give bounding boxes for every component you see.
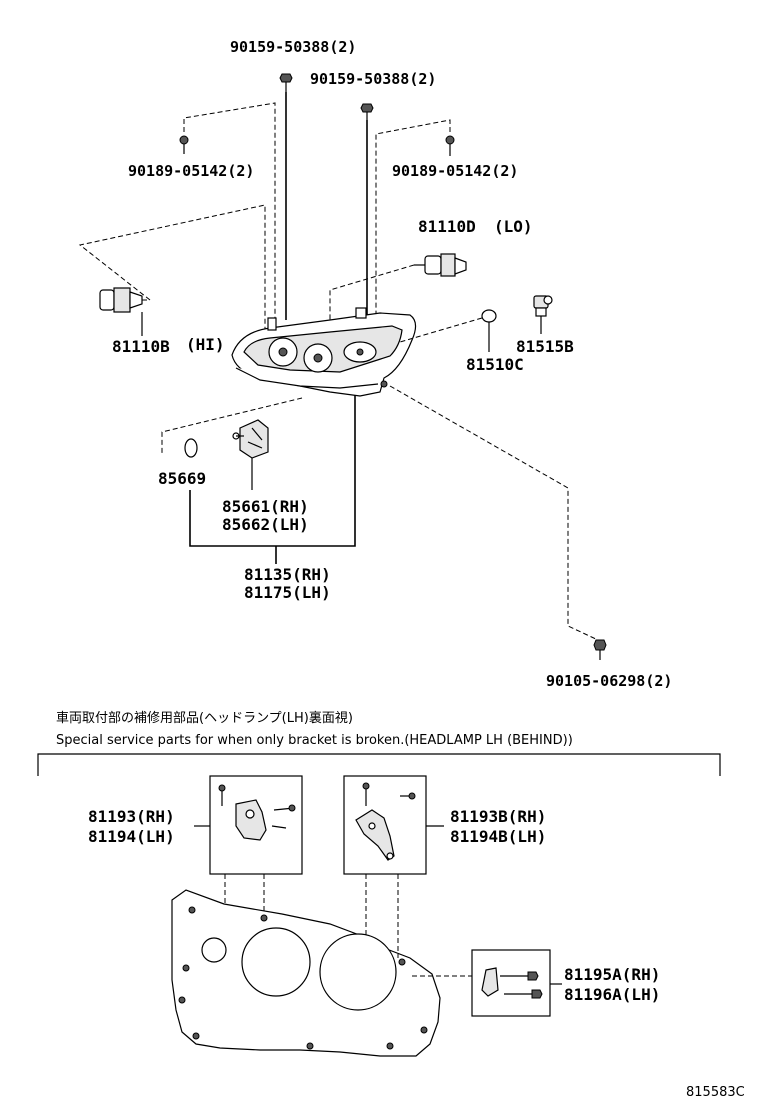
leveling-motor-icon [232, 419, 269, 459]
note-english: Special service parts for when only brac… [56, 733, 573, 748]
label-81194B: 81194B(LH) [450, 827, 546, 846]
leader-90105 [389, 385, 599, 641]
label-81510C: 81510C [466, 355, 524, 374]
screw-90189-left-icon [179, 135, 189, 154]
bulb-81510C-icon [481, 309, 497, 323]
label-81515B: 81515B [516, 337, 574, 356]
label-81193: 81193(RH) [88, 807, 175, 826]
diagram-code: 815583C [686, 1085, 745, 1100]
leader-81110B [78, 204, 266, 330]
leader-90189-right [375, 119, 451, 320]
assy-bracket-line [189, 395, 356, 547]
label-90159-left: 90159-50388(2) [230, 38, 356, 56]
label-90159-right: 90159-50388(2) [310, 70, 436, 88]
label-90189-left: 90189-05142(2) [128, 162, 254, 180]
label-85662: 85662(LH) [222, 515, 309, 534]
screw-90189-right-icon [445, 135, 455, 156]
label-81193B: 81193B(RH) [450, 807, 546, 826]
leader-81110D [329, 264, 415, 330]
socket-81515B-icon [533, 295, 553, 317]
label-81110D: 81110D [418, 217, 476, 236]
box-81193 [209, 775, 303, 875]
bulb-hi-icon [99, 287, 143, 313]
label-85669: 85669 [158, 469, 206, 488]
label-81175: 81175(LH) [244, 583, 331, 602]
leader-85669-to-assy [161, 397, 303, 454]
leader-81510C-to-assy [399, 317, 483, 343]
screw-90105-icon [593, 639, 607, 660]
label-90189-right: 90189-05142(2) [392, 162, 518, 180]
label-81195A: 81195A(RH) [564, 965, 660, 984]
label-81135: 81135(RH) [244, 565, 331, 584]
bulb-lo-icon [414, 253, 467, 277]
headlamp-assembly-icon [231, 307, 417, 397]
oring-85669-icon [184, 438, 198, 458]
headlamp-back-housing-icon [171, 889, 441, 1057]
bracket-81195A-icon [481, 967, 543, 999]
bracket-81193-icon [218, 784, 296, 841]
bracket-81193B-icon [355, 782, 416, 861]
label-85661: 85661(RH) [222, 497, 309, 516]
box-81193B [343, 775, 427, 875]
bolt-90159-left-icon [279, 73, 293, 92]
label-81110D-suffix: (LO) [494, 217, 533, 236]
label-81196A: 81196A(LH) [564, 985, 660, 1004]
label-81110B-suffix: (HI) [186, 335, 225, 354]
leader-90189-left [183, 102, 276, 322]
label-81110B: 81110B [112, 337, 170, 356]
label-90105: 90105-06298(2) [546, 672, 672, 690]
note-japanese: 車両取付部の補修用部品(ヘッドランプ(LH)裏面視) [56, 711, 353, 726]
section-bracket-frame [37, 753, 721, 776]
bolt-90159-right-icon [360, 103, 374, 120]
label-81194: 81194(LH) [88, 827, 175, 846]
box-81195A [471, 949, 551, 1017]
